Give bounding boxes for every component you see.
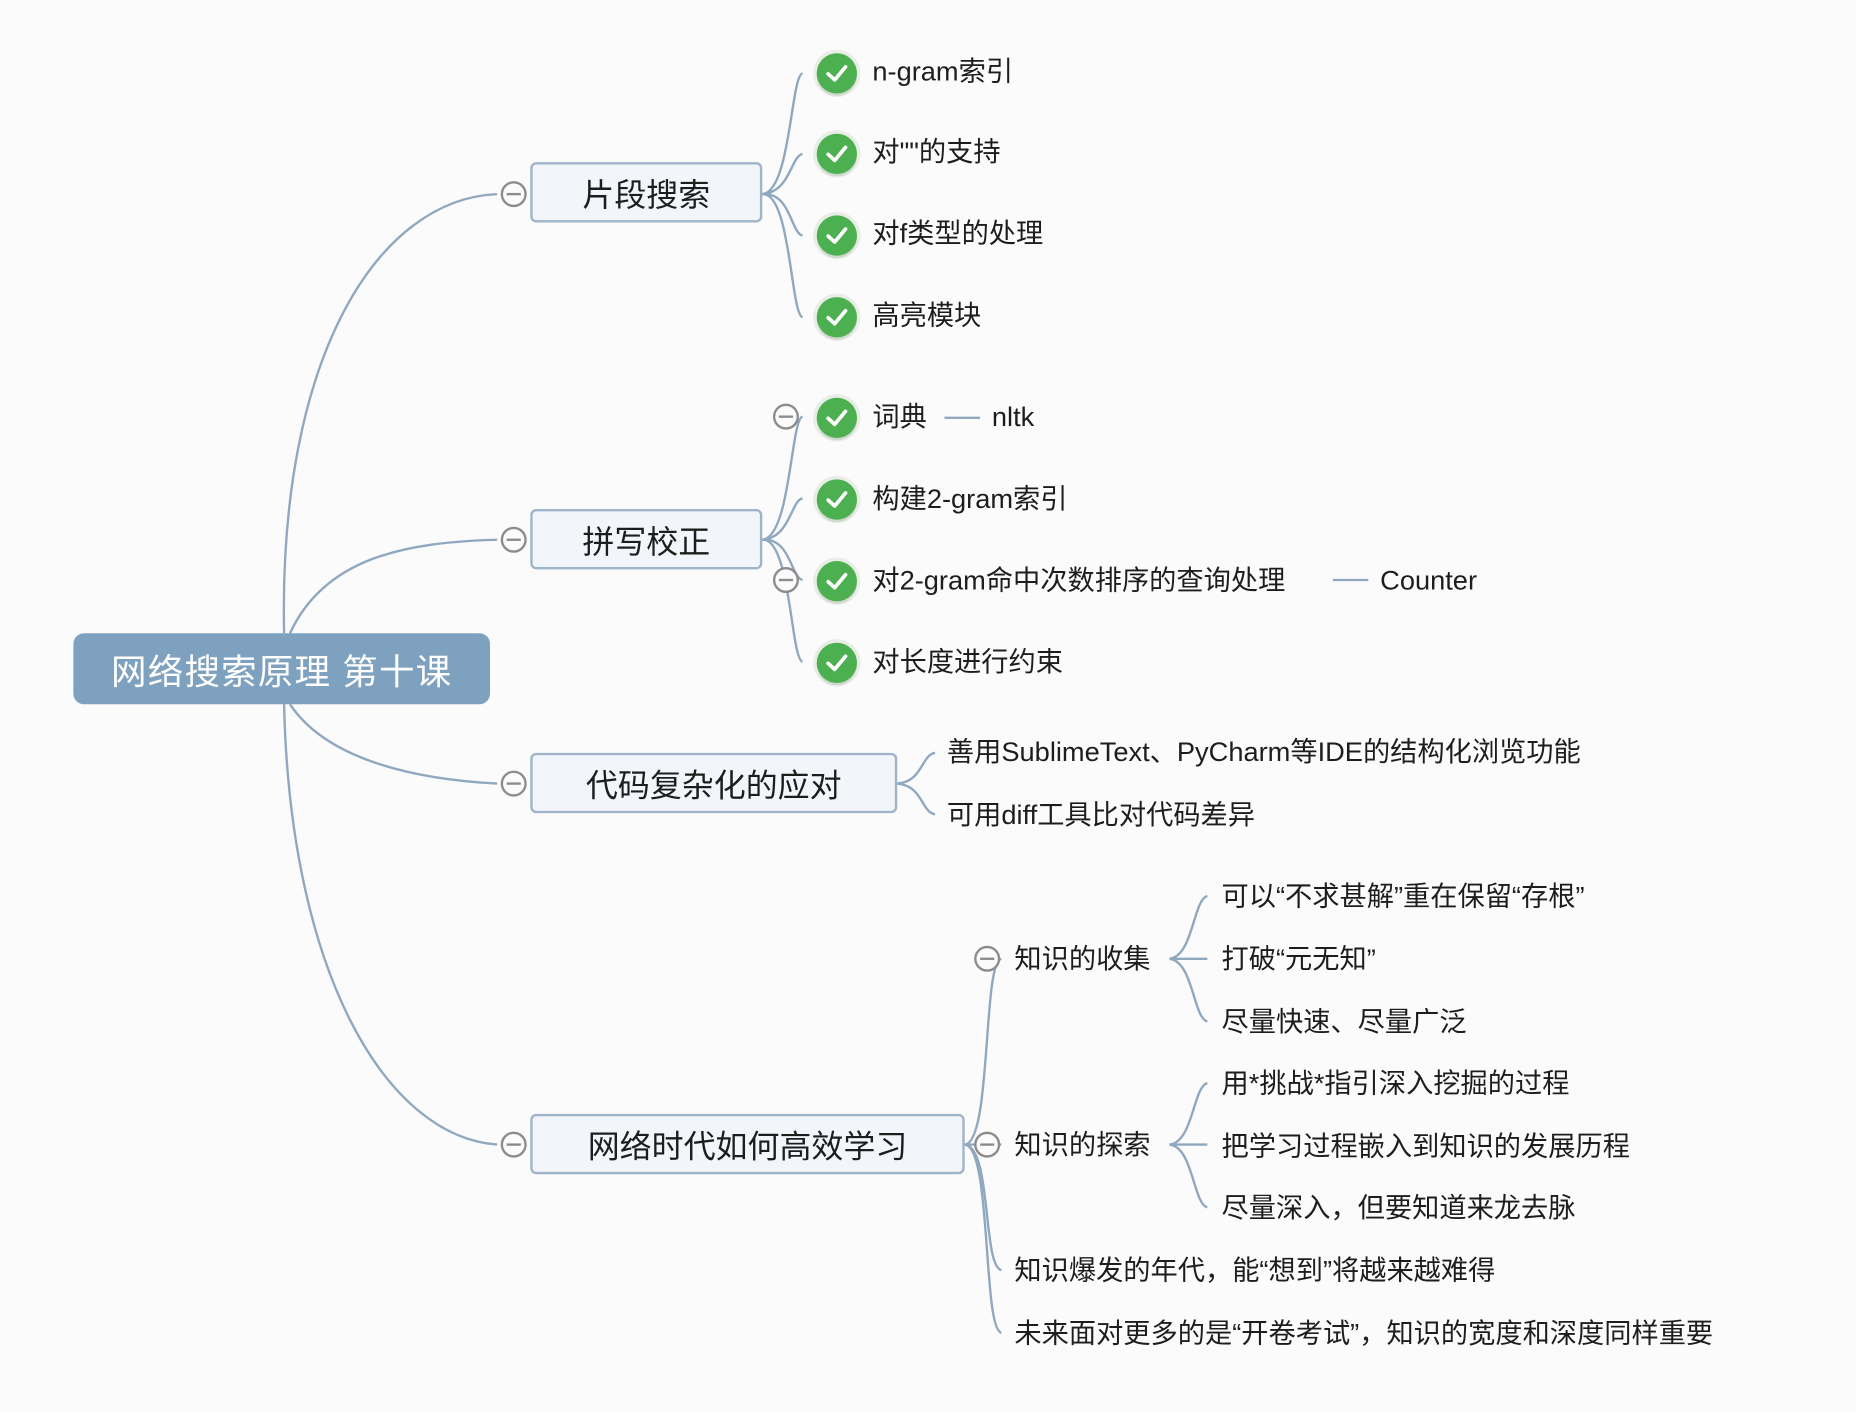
leaf-break-meta-ignorance[interactable]: 打破“元无知” xyxy=(1221,943,1376,975)
check-icon xyxy=(816,561,857,602)
leaf-deep-context[interactable]: 尽量深入，但要知道来龙去脉 xyxy=(1221,1191,1576,1223)
check-icon xyxy=(816,642,857,683)
subtopic-f-type[interactable]: 对f类型的处理 xyxy=(872,217,1044,249)
collapse-toggle-b4[interactable] xyxy=(500,1131,527,1158)
branch-topic-spell-correction[interactable]: 拼写校正 xyxy=(530,508,763,570)
branch-topic-fragment-search[interactable]: 片段搜索 xyxy=(530,162,763,223)
check-icon xyxy=(816,297,857,338)
collapse-toggle-b2[interactable] xyxy=(500,526,527,553)
subtopic-query-sort[interactable]: 对2-gram命中次数排序的查询处理 xyxy=(872,564,1286,596)
collapse-toggle-collection[interactable] xyxy=(974,945,1001,972)
leaf-embed-history[interactable]: 把学习过程嵌入到知识的发展历程 xyxy=(1221,1130,1630,1162)
check-icon xyxy=(816,133,857,174)
subtopic-knowledge-collection[interactable]: 知识的收集 xyxy=(1014,943,1151,975)
subtopic-ide-structure[interactable]: 善用SublimeText、PyCharm等IDE的结构化浏览功能 xyxy=(946,736,1581,768)
collapse-toggle-exploration[interactable] xyxy=(974,1131,1001,1158)
check-icon xyxy=(816,215,857,256)
subtopic-knowledge-explosion[interactable]: 知识爆发的年代，能“想到”将越来越难得 xyxy=(1014,1254,1496,1286)
collapse-toggle-dictionary[interactable] xyxy=(772,403,799,430)
subtopic-ngram-index[interactable]: n-gram索引 xyxy=(872,55,1014,87)
subtopic-diff-tool[interactable]: 可用diff工具比对代码差异 xyxy=(946,798,1256,830)
subtopic-highlight[interactable]: 高亮模块 xyxy=(872,299,982,331)
collapse-toggle-b1[interactable] xyxy=(500,181,527,208)
collapse-toggle-b3[interactable] xyxy=(500,770,527,797)
leaf-keep-stubs[interactable]: 可以“不求甚解”重在保留“存根” xyxy=(1221,880,1585,912)
subtopic-open-book-exam[interactable]: 未来面对更多的是“开卷考试”，知识的宽度和深度同样重要 xyxy=(1014,1317,1714,1349)
branch-topic-code-complexity[interactable]: 代码复杂化的应对 xyxy=(530,752,898,814)
attachment-counter[interactable]: Counter xyxy=(1380,564,1478,596)
subtopic-quote-support[interactable]: 对""的支持 xyxy=(872,136,1001,167)
check-icon xyxy=(816,53,857,94)
check-icon xyxy=(816,479,857,520)
leaf-challenge-guided[interactable]: 用*挑战*指引深入挖掘的过程 xyxy=(1221,1067,1570,1099)
subtopic-length-constraint[interactable]: 对长度进行约束 xyxy=(872,646,1063,678)
branch-topic-efficient-learning[interactable]: 网络时代如何高效学习 xyxy=(530,1113,965,1175)
leaf-fast-broad[interactable]: 尽量快速、尽量广泛 xyxy=(1221,1006,1467,1037)
attachment-nltk[interactable]: nltk xyxy=(991,401,1035,433)
subtopic-knowledge-exploration[interactable]: 知识的探索 xyxy=(1014,1129,1151,1160)
check-icon xyxy=(816,397,857,438)
root-topic[interactable]: 网络搜索原理 第十课 xyxy=(73,633,491,705)
subtopic-dictionary[interactable]: 词典 xyxy=(872,401,927,433)
subtopic-2gram-index[interactable]: 构建2-gram索引 xyxy=(872,482,1068,514)
collapse-toggle-query-sort[interactable] xyxy=(772,566,799,594)
